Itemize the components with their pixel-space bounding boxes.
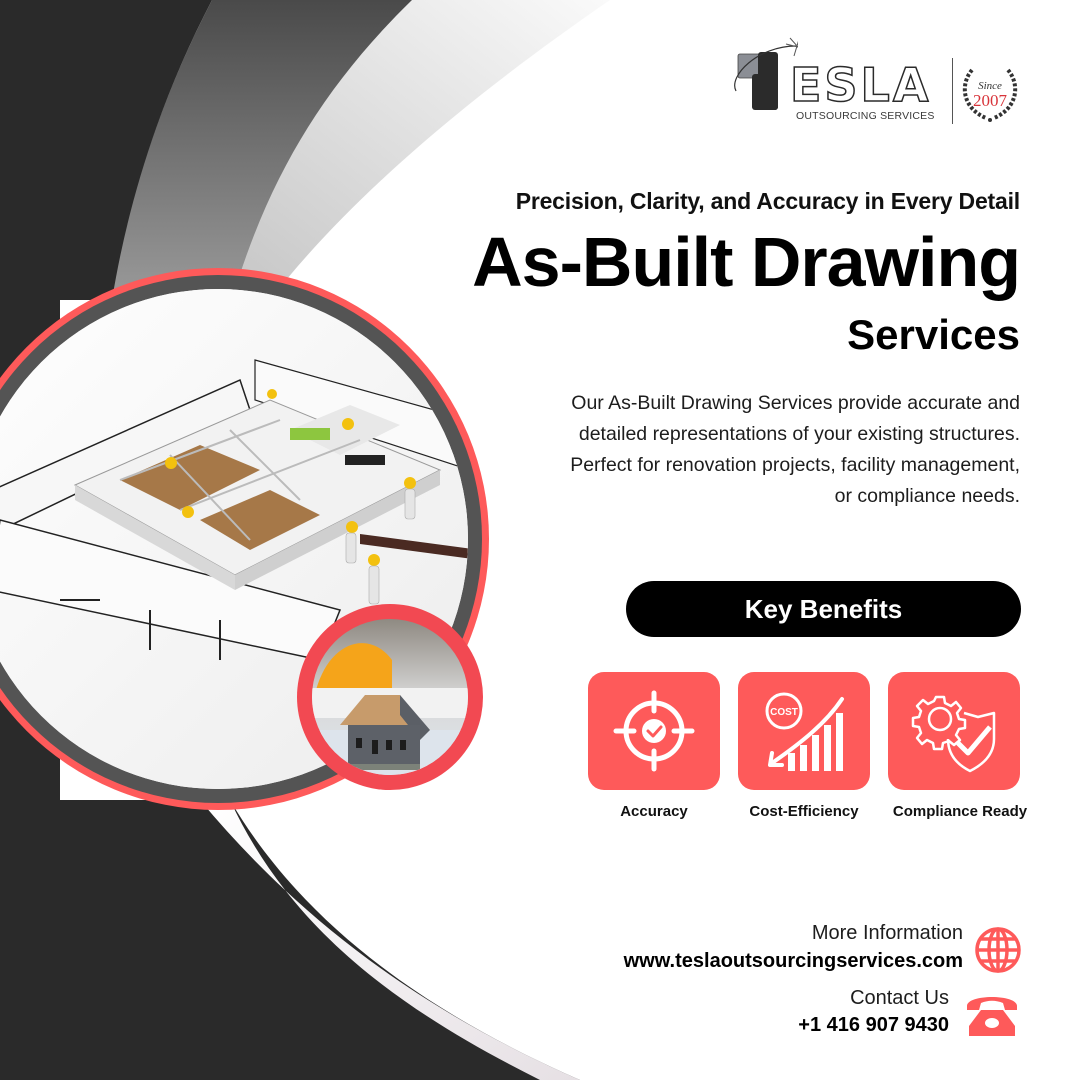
tesla-logo: ESLA OUTSOURCING SERVICES Since 2007 [728,36,1028,126]
gear-shield-check-icon [911,695,996,773]
target-check-icon [613,690,695,772]
tagline: Precision, Clarity, and Accuracy in Ever… [515,188,1020,214]
phone-number[interactable]: +1 416 907 9430 [798,1014,949,1036]
page-title: As-Built Drawing [472,223,1021,301]
benefit-card-accuracy [588,672,720,790]
cost-icon-text: COST [770,707,798,718]
telephone-icon [967,997,1017,1036]
since-2007-badge: Since 2007 [958,56,1022,126]
laurel-wreath-icon [962,68,1018,122]
benefit-label-accuracy: Accuracy [620,803,688,820]
logo-mark-icon [734,37,798,110]
cost-down-chart-icon: COST [765,692,844,771]
benefit-label-compliance-ready: Compliance Ready [892,803,1028,820]
globe-icon [975,927,1021,973]
more-information-label: More Information [811,922,963,944]
website-link[interactable]: www.teslaoutsourcingservices.com [623,950,963,972]
since-label: Since [978,80,1002,92]
benefit-label-cost-efficiency: Cost-Efficiency [749,803,859,820]
service-description: Our As-Built Drawing Services provide ac… [570,392,1020,507]
key-benefits-label: Key Benefits [744,593,903,624]
benefit-card-compliance-ready [888,672,1020,790]
logo-wordmark: ESLA [789,58,932,112]
benefit-card-cost-efficiency: COST [738,672,870,790]
logo-divider [952,58,953,124]
since-year: 2007 [973,91,1007,110]
key-benefits-heading: Key Benefits [626,581,1021,637]
page-subtitle: Services [847,311,1020,358]
floor-plan-image [0,289,468,789]
logo-subtitle: OUTSOURCING SERVICES [796,110,935,122]
contact-us-label: Contact Us [850,987,949,1009]
